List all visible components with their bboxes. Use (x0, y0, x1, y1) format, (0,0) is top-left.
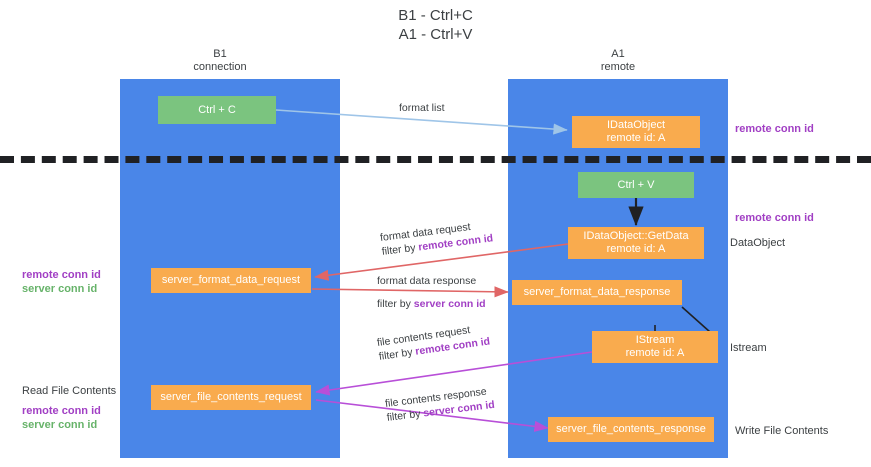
box-server-file-contents-request-label: server_file_contents_request (160, 391, 302, 403)
box-idataobject-getdata[interactable]: IDataObject::GetData remote id: A (568, 227, 704, 259)
arrow-format-data-response (311, 286, 509, 298)
box-server-file-contents-request[interactable]: server_file_contents_request (151, 385, 311, 410)
box-istream-line2: remote id: A (625, 347, 685, 359)
edge-label-format-list-text: format list (399, 102, 445, 114)
box-server-format-data-request[interactable]: server_format_data_request (151, 268, 311, 293)
edge-label-fdres-line1: format data response (377, 275, 477, 287)
annotation-left-bottom-remote: remote conn id (22, 405, 101, 417)
annotation-read-file-contents: Read File Contents (22, 385, 117, 397)
edge-label-fdres-prefix: filter by (377, 298, 414, 310)
annotation-right-mid-conn: remote conn id (735, 212, 814, 224)
title-line-1: B1 - Ctrl+C (398, 7, 473, 24)
page-title: B1 - Ctrl+C A1 - Ctrl+V (0, 6, 871, 44)
box-getdata-line1: IDataObject::GetData (583, 230, 689, 242)
title-line-2: A1 - Ctrl+V (398, 26, 473, 43)
column-header-left: B1 connection (150, 48, 290, 74)
column-right-role: remote (600, 61, 636, 73)
annotation-right-top-conn: remote conn id (735, 123, 814, 135)
box-server-file-contents-response[interactable]: server_file_contents_response (548, 417, 714, 442)
box-server-format-data-response-label: server_format_data_response (523, 286, 671, 298)
annotation-left-mid: remote conn id server conn id (22, 268, 101, 296)
column-right-name: A1 (611, 48, 625, 60)
edge-label-fdres-line2: filter by server conn id (377, 297, 486, 311)
box-ctrl-v-label: Ctrl + V (617, 178, 655, 191)
edge-label-fdres-key: server conn id (413, 298, 486, 310)
box-server-format-data-request-label: server_format_data_request (161, 274, 301, 286)
annotation-istream: Istream (730, 342, 767, 354)
annotation-left-mid-remote: remote conn id (22, 269, 101, 281)
arrow-format-data-request (314, 243, 569, 281)
column-left-name: B1 (213, 48, 227, 60)
arrow-response-to-istream (681, 306, 711, 333)
edge-label-format-list: format list (399, 101, 445, 115)
annotation-dataobject: DataObject (730, 237, 786, 249)
column-header-right: A1 remote (548, 48, 688, 74)
arrow-file-contents-request (315, 351, 593, 396)
phase-divider (0, 156, 871, 163)
box-getdata-line2: remote id: A (606, 243, 666, 255)
edge-label-format-data-response: format data response filter by server co… (377, 274, 486, 311)
arrow-format-list (275, 109, 568, 135)
box-ctrl-c-label: Ctrl + C (198, 103, 236, 116)
arrow-file-contents-response (315, 399, 549, 432)
annotation-left-bottom-server: server conn id (22, 419, 98, 431)
annotation-left-bottom: Read File Contents remote conn id server… (22, 384, 116, 432)
box-istream-line1: IStream (635, 334, 675, 346)
box-istream[interactable]: IStream remote id: A (592, 331, 718, 363)
column-left-role: connection (193, 61, 247, 73)
box-idataobject-line2: remote id: A (606, 132, 666, 144)
annotation-left-mid-server: server conn id (22, 283, 98, 295)
annotation-write-file-contents: Write File Contents (735, 425, 829, 437)
box-idataobject[interactable]: IDataObject remote id: A (572, 116, 700, 148)
box-server-format-data-response[interactable]: server_format_data_response (512, 280, 682, 305)
box-idataobject-line1: IDataObject (606, 119, 666, 131)
box-server-file-contents-response-label: server_file_contents_response (556, 423, 706, 435)
box-ctrl-c[interactable]: Ctrl + C (158, 96, 276, 124)
box-ctrl-v[interactable]: Ctrl + V (578, 172, 694, 198)
